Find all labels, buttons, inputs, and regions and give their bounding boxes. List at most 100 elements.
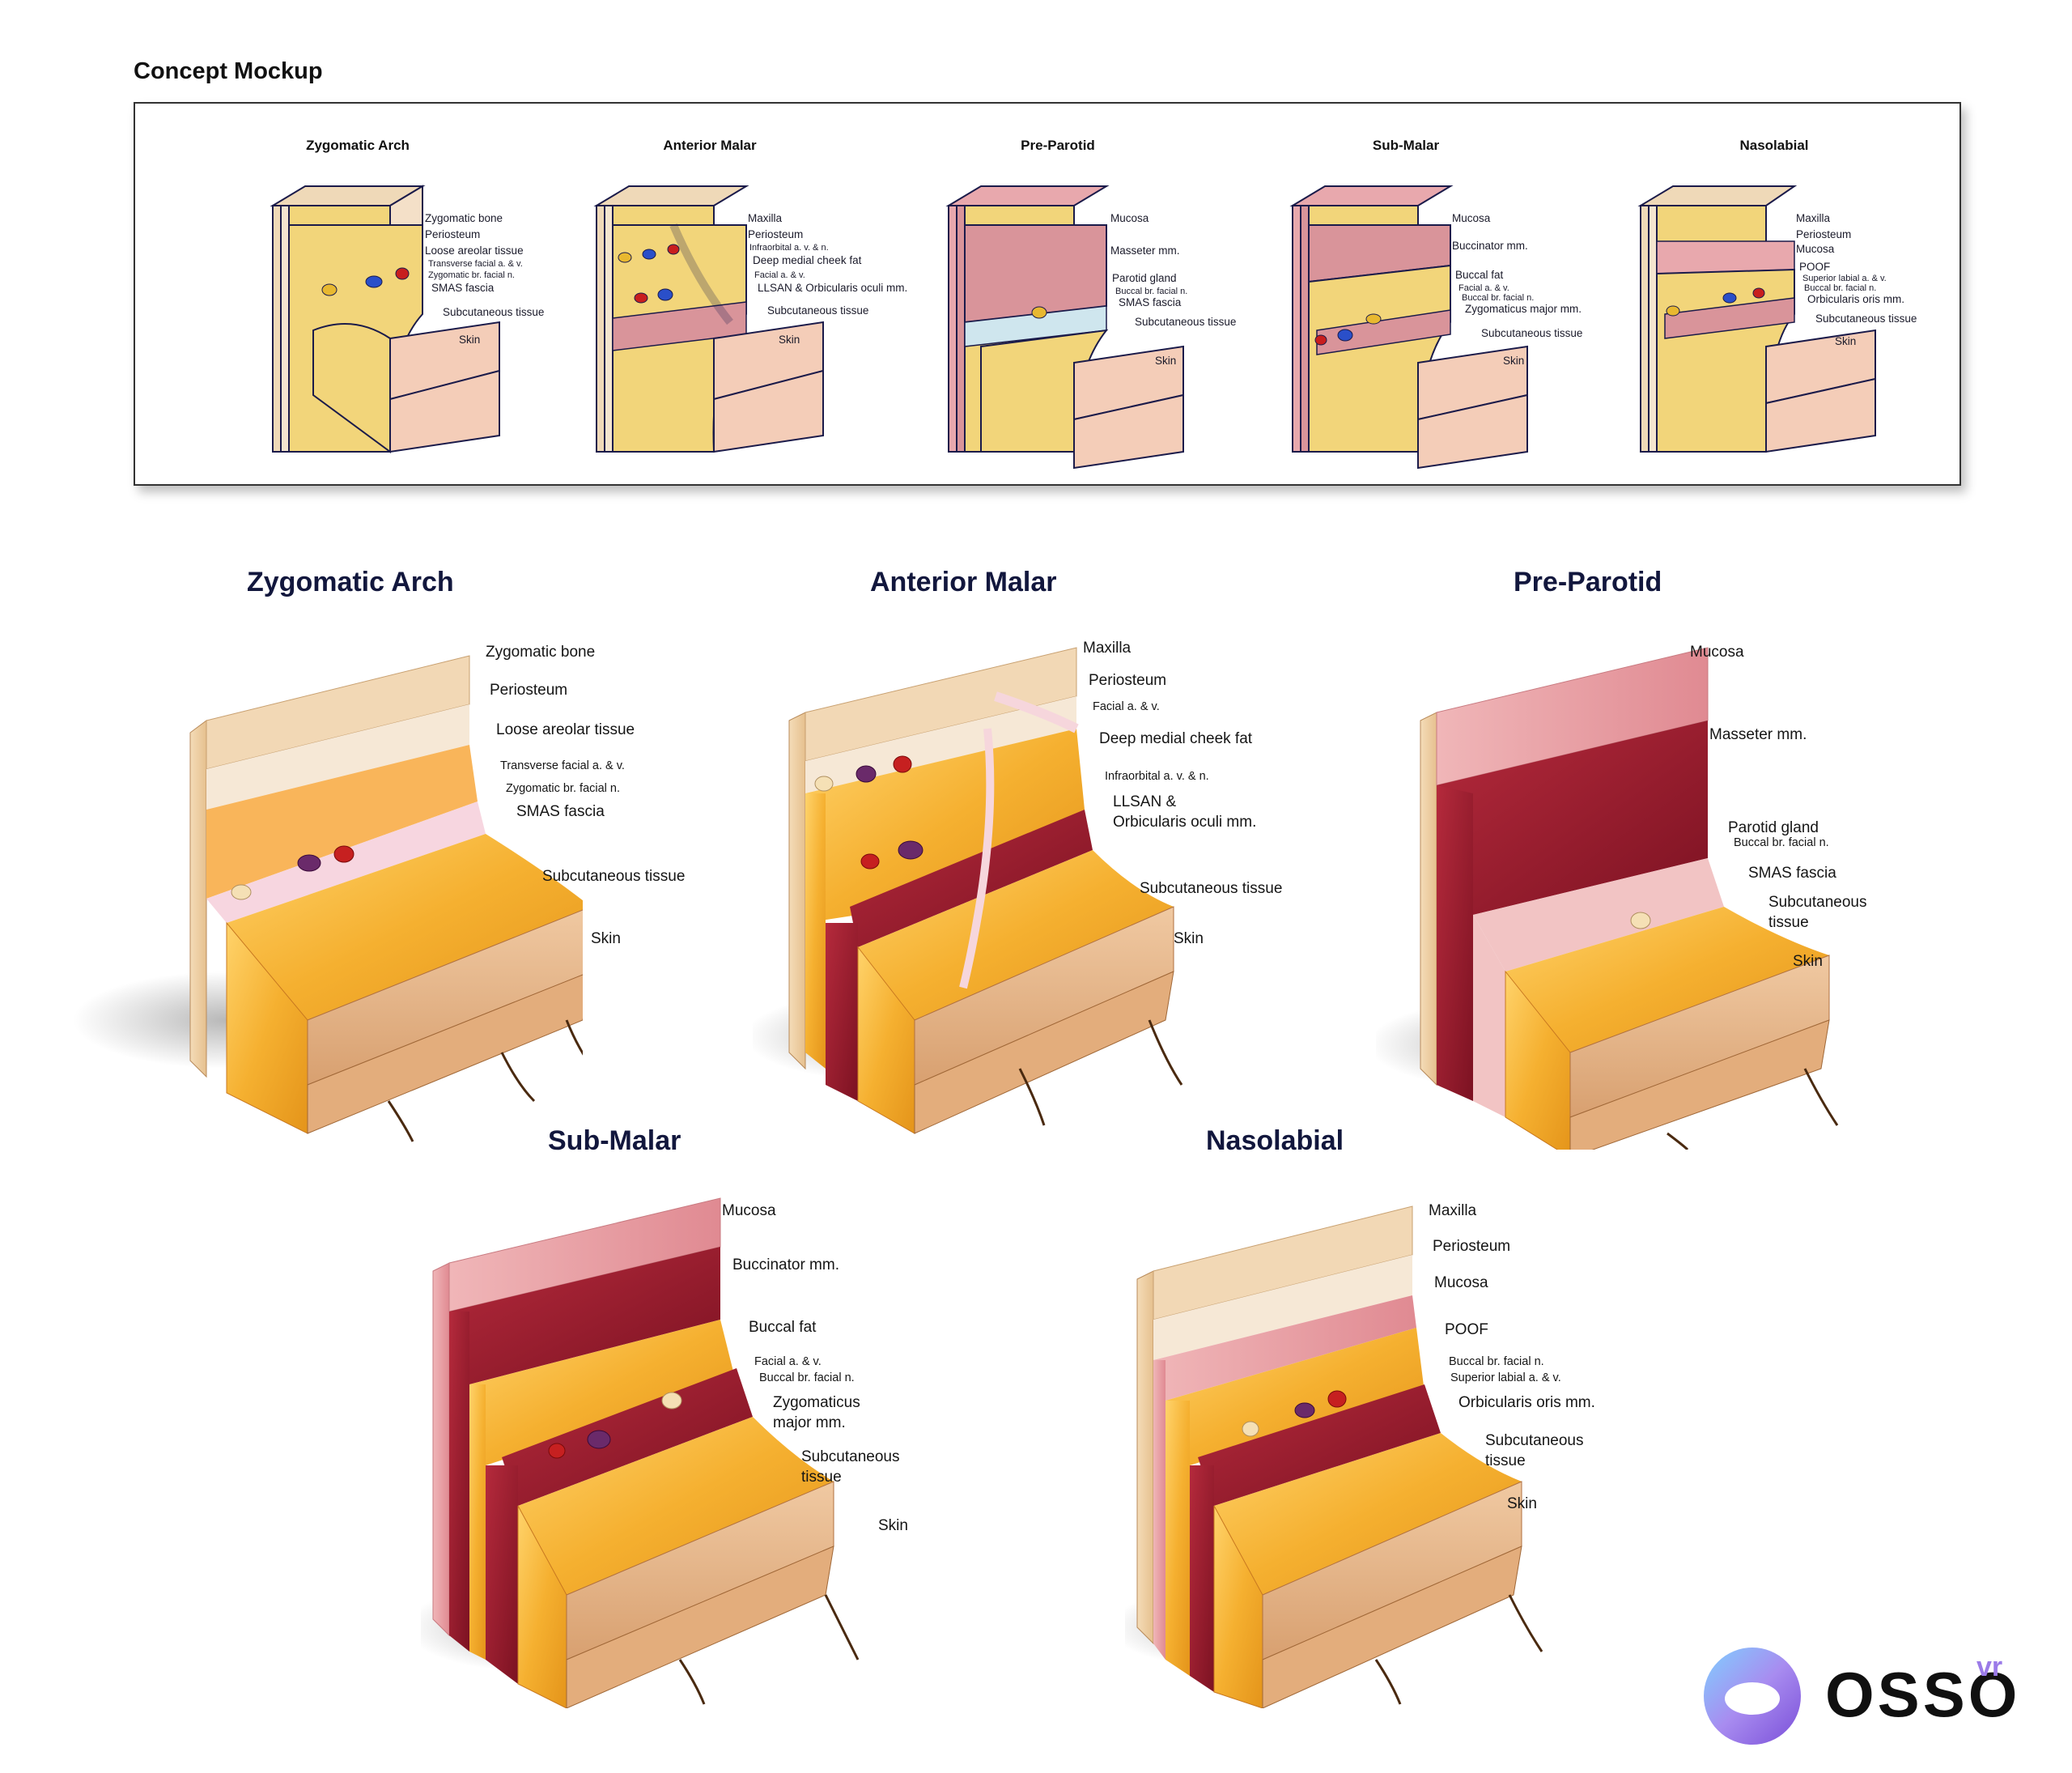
section-pre-parotid: Pre-Parotid Mucosa Masseter mm. Parotid … bbox=[1376, 567, 1894, 1150]
section-label: Zygomatic bone bbox=[486, 644, 596, 661]
mockup-label: Buccinator mm. bbox=[1452, 240, 1528, 252]
mockup-sub-malar: Sub-Malar Mucosa Buccinator mm. Buccal f… bbox=[1240, 128, 1583, 484]
mockup-label: Skin bbox=[1835, 335, 1857, 347]
section-nasolabial: Nasolabial Maxilla Periosteum Mucosa POO… bbox=[1125, 1125, 1643, 1708]
mockup-label: Mucosa bbox=[1110, 212, 1149, 224]
osso-ring-icon bbox=[1704, 1648, 1801, 1745]
tissue-block-render bbox=[1125, 1205, 1543, 1708]
mockup-label: Facial a. & v. bbox=[1458, 283, 1509, 293]
section-label: Facial a. & v. bbox=[754, 1355, 822, 1368]
section-label: Loose areolar tissue bbox=[496, 721, 635, 738]
section-title: Zygomatic Arch bbox=[247, 567, 454, 597]
mockup-title: Sub-Malar bbox=[1372, 138, 1440, 153]
mockup-label: Subcutaneous tissue bbox=[443, 306, 545, 318]
section-title: Anterior Malar bbox=[870, 567, 1057, 597]
section-label: Buccinator mm. bbox=[732, 1256, 839, 1273]
mockup-pre-parotid: Pre-Parotid Mucosa Masseter mm. Parotid … bbox=[892, 128, 1236, 484]
section-label: Periosteum bbox=[1089, 672, 1167, 689]
section-label: tissue bbox=[801, 1469, 842, 1486]
mockup-diagram bbox=[945, 185, 1184, 470]
section-title: Nasolabial bbox=[1206, 1125, 1344, 1156]
section-label: tissue bbox=[1485, 1452, 1526, 1469]
osso-vr-logo: OSSO vr bbox=[1700, 1643, 2023, 1749]
mockup-label: Buccal br. facial n. bbox=[1462, 293, 1535, 303]
mockup-label: LLSAN & Orbicularis oculi mm. bbox=[758, 282, 908, 294]
mockup-label: Loose areolar tissue bbox=[425, 244, 524, 257]
section-label: Skin bbox=[1507, 1495, 1537, 1512]
tissue-block-render bbox=[73, 655, 583, 1142]
mockup-label: Orbicularis oris mm. bbox=[1807, 293, 1905, 305]
section-label: Skin bbox=[878, 1517, 908, 1534]
section-label: SMAS fascia bbox=[1748, 865, 1836, 882]
section-label: Periosteum bbox=[490, 682, 568, 699]
mockup-label: Zygomatic bone bbox=[425, 212, 503, 224]
section-label: Skin bbox=[591, 930, 621, 947]
mockup-label: Maxilla bbox=[1796, 212, 1831, 224]
mockup-label: Mucosa bbox=[1796, 243, 1835, 255]
section-label: Mucosa bbox=[1434, 1274, 1488, 1291]
section-label: Facial a. & v. bbox=[1093, 700, 1160, 713]
mockup-label: Mucosa bbox=[1452, 212, 1491, 224]
mockup-label: Deep medial cheek fat bbox=[753, 254, 862, 266]
section-label: Transverse facial a. & v. bbox=[500, 759, 625, 772]
section-label: Superior labial a. & v. bbox=[1450, 1371, 1561, 1384]
mockup-label: Zygomatic br. facial n. bbox=[428, 270, 515, 280]
mockup-label: Infraorbital a. v. & n. bbox=[749, 243, 829, 253]
mockup-label: Subcutaneous tissue bbox=[1481, 327, 1583, 339]
mockup-label: Skin bbox=[779, 334, 800, 346]
section-title: Pre-Parotid bbox=[1514, 567, 1662, 597]
section-zygomatic-arch: Zygomatic Arch Zygomatic bone Periosteum… bbox=[65, 567, 685, 1150]
tissue-block-render bbox=[1376, 647, 1839, 1150]
logo-text: OSSO bbox=[1825, 1659, 2021, 1730]
section-label: Maxilla bbox=[1083, 640, 1132, 657]
mockup-label: POOF bbox=[1799, 261, 1831, 273]
section-label: Buccal fat bbox=[749, 1319, 817, 1336]
mockup-diagram bbox=[1637, 185, 1876, 453]
section-anterior-malar: Anterior Malar Maxilla Periosteum Facial… bbox=[753, 567, 1282, 1150]
mockup-label: Skin bbox=[459, 334, 481, 346]
section-label: Parotid gland bbox=[1728, 819, 1819, 836]
mockup-title: Nasolabial bbox=[1739, 138, 1809, 153]
section-label: tissue bbox=[1768, 914, 1809, 931]
mockup-label: Parotid gland bbox=[1112, 272, 1177, 284]
section-label: Masseter mm. bbox=[1709, 726, 1807, 743]
section-label: Subcutaneous tissue bbox=[1140, 880, 1283, 897]
concept-heading: Concept Mockup bbox=[134, 58, 323, 84]
section-label: Subcutaneous bbox=[801, 1448, 900, 1465]
mockup-title: Zygomatic Arch bbox=[306, 138, 410, 153]
mockup-label: Buccal br. facial n. bbox=[1115, 287, 1188, 296]
mockup-label: Maxilla bbox=[748, 212, 783, 224]
mockup-label: Superior labial a. & v. bbox=[1802, 274, 1887, 283]
section-label: Subcutaneous tissue bbox=[542, 868, 686, 885]
mockup-label: Skin bbox=[1155, 355, 1177, 367]
section-label: Infraorbital a. v. & n. bbox=[1105, 770, 1209, 783]
mockup-diagram bbox=[1289, 185, 1528, 470]
section-label: Subcutaneous bbox=[1768, 894, 1867, 911]
section-label: Orbicularis oris mm. bbox=[1458, 1394, 1595, 1411]
mockup-diagram bbox=[270, 185, 500, 453]
mockup-label: Periosteum bbox=[748, 228, 804, 240]
section-label: Mucosa bbox=[1690, 644, 1744, 661]
section-label: Buccal br. facial n. bbox=[1734, 836, 1829, 849]
section-label: POOF bbox=[1445, 1321, 1488, 1338]
mockup-label: Subcutaneous tissue bbox=[1135, 316, 1237, 328]
section-label: Maxilla bbox=[1429, 1202, 1477, 1219]
section-label: Mucosa bbox=[722, 1202, 776, 1219]
section-label: Zygomatic br. facial n. bbox=[506, 782, 621, 795]
section-label: Periosteum bbox=[1433, 1238, 1511, 1255]
mockup-label: SMAS fascia bbox=[431, 282, 495, 294]
mockup-title: Anterior Malar bbox=[663, 138, 757, 153]
mockup-zygomatic-arch: Zygomatic Arch Zygomatic bone Periosteum… bbox=[192, 128, 544, 484]
section-label: SMAS fascia bbox=[516, 803, 605, 820]
mockup-anterior-malar: Anterior Malar Maxilla Periosteum Infrao… bbox=[544, 128, 907, 484]
mockup-label: Buccal br. facial n. bbox=[1804, 283, 1877, 293]
mockup-label: Periosteum bbox=[1796, 228, 1852, 240]
mockup-label: Facial a. & v. bbox=[754, 270, 805, 280]
section-label: major mm. bbox=[773, 1414, 846, 1431]
mockup-label: Periosteum bbox=[425, 228, 481, 240]
mockup-label: Buccal fat bbox=[1455, 269, 1504, 281]
mockup-title: Pre-Parotid bbox=[1021, 138, 1095, 153]
tissue-block-render bbox=[753, 647, 1183, 1134]
section-label: Zygomaticus bbox=[773, 1394, 860, 1411]
mockup-label: Masseter mm. bbox=[1110, 244, 1180, 257]
